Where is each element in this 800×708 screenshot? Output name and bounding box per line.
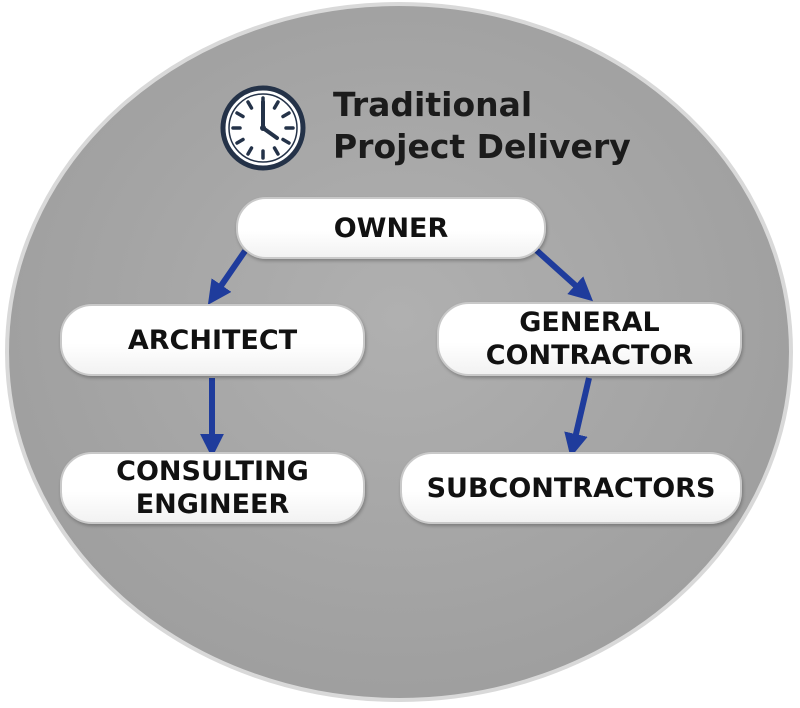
node-general-contractor-label-1: GENERAL — [519, 307, 660, 338]
node-general-contractor: GENERAL CONTRACTOR — [437, 302, 742, 376]
arrow-owner-to-architect — [207, 249, 248, 305]
edges-layer — [200, 246, 594, 458]
background-circle — [5, 2, 793, 702]
node-architect-label: ARCHITECT — [127, 324, 298, 356]
arrow-general-contractor-to-subcontractors — [564, 377, 592, 458]
node-architect: ARCHITECT — [60, 304, 365, 376]
title-line-2: Project Delivery — [333, 127, 631, 166]
node-consulting-engineer: CONSULTING ENGINEER — [60, 452, 365, 524]
node-subcontractors: SUBCONTRACTORS — [400, 452, 742, 524]
diagram-title: Traditional Project Delivery — [333, 84, 693, 168]
arrow-owner-to-general-contractor — [532, 246, 594, 302]
clock-icon — [220, 85, 306, 171]
node-subcontractors-label: SUBCONTRACTORS — [426, 472, 716, 504]
title-line-1: Traditional — [333, 85, 533, 124]
node-consulting-engineer-label-2: ENGINEER — [135, 489, 290, 520]
node-owner: OWNER — [236, 197, 546, 259]
node-owner-label: OWNER — [333, 212, 449, 244]
node-consulting-engineer-label-1: CONSULTING — [116, 456, 309, 487]
node-general-contractor-label-2: CONTRACTOR — [485, 340, 694, 371]
